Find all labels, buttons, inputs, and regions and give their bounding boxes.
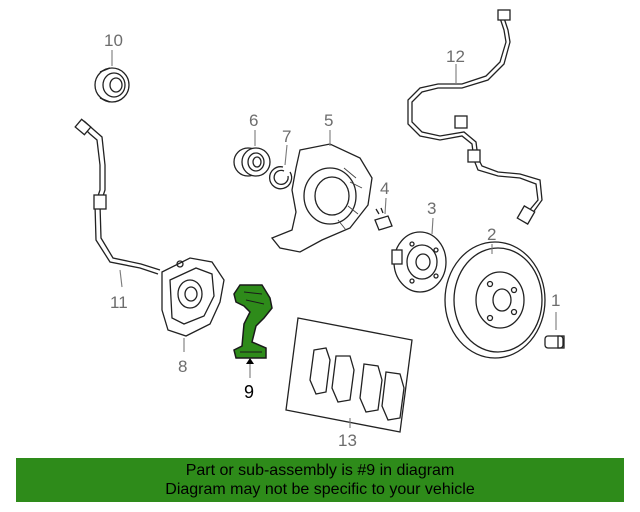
banner-line-1: Part or sub-assembly is #9 in diagram (185, 462, 455, 479)
leader-7 (284, 144, 288, 166)
leader-4 (384, 197, 387, 215)
part-2-rotor[interactable] (444, 241, 546, 359)
part-4-bolt[interactable] (374, 207, 393, 231)
label-12: 12 (446, 47, 465, 66)
label-13: 13 (338, 431, 357, 450)
part-3-hub[interactable] (391, 231, 447, 293)
part-11-brake-hose[interactable] (74, 118, 161, 275)
label-10: 10 (104, 31, 123, 50)
part-7-snap-ring[interactable] (268, 166, 293, 190)
leader-3 (431, 217, 434, 235)
label-5: 5 (324, 111, 333, 130)
label-7: 7 (282, 127, 291, 146)
part-9-caliper-support[interactable] (233, 284, 273, 359)
leader-9-arrow (246, 358, 254, 364)
part-5-dust-shield[interactable] (270, 143, 373, 253)
label-9: 9 (244, 382, 254, 402)
label-2: 2 (487, 225, 496, 244)
part-13-brake-pads[interactable] (285, 317, 413, 433)
parts-diagram: 10 11 6 7 5 4 (74, 9, 565, 450)
label-11: 11 (110, 293, 128, 312)
leader-11 (119, 269, 123, 288)
label-4: 4 (380, 179, 389, 198)
part-8-caliper[interactable] (161, 257, 225, 337)
part-10-seal[interactable] (94, 67, 130, 103)
label-6: 6 (249, 111, 258, 130)
part-1-cap[interactable] (544, 335, 565, 349)
label-1: 1 (551, 291, 560, 310)
part-12-abs-sensor[interactable] (407, 9, 543, 225)
part-6-bearing[interactable] (233, 147, 271, 177)
info-banner: Part or sub-assembly is #9 in diagram Di… (16, 458, 624, 502)
banner-line-2: Diagram may not be specific to your vehi… (165, 481, 475, 498)
label-8: 8 (178, 357, 187, 376)
label-3: 3 (427, 199, 436, 218)
